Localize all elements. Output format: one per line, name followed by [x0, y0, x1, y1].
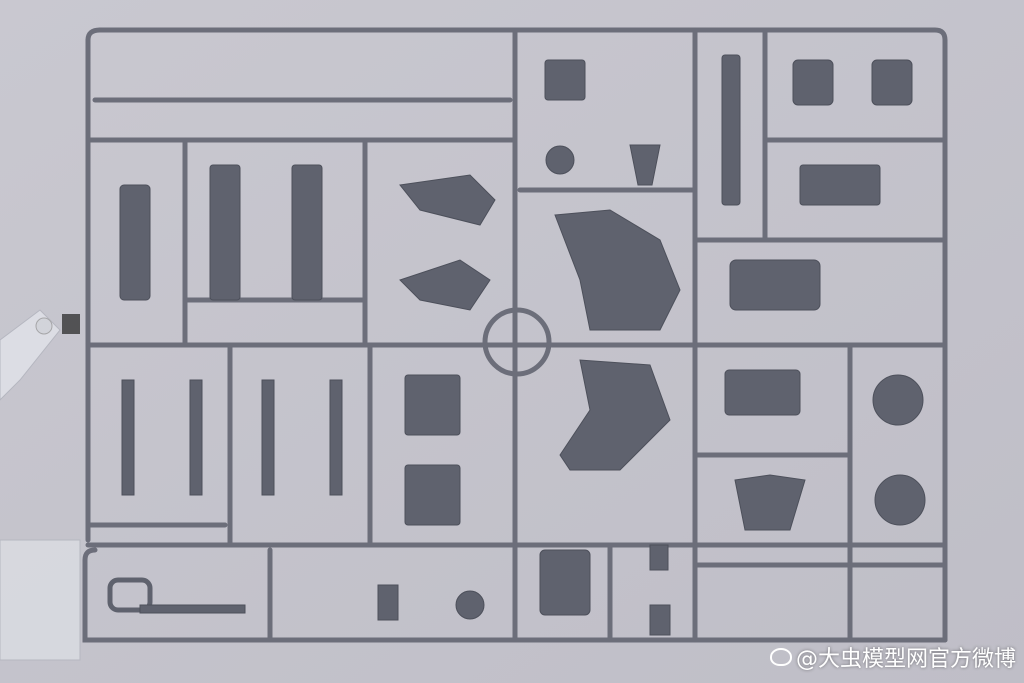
- watermark: @大虫模型网官方微博: [769, 641, 1016, 673]
- clear-stand-part: [0, 309, 81, 661]
- model-parts: [107, 54, 926, 636]
- watermark-text: @大虫模型网官方微博: [795, 647, 1016, 672]
- runner-frame: [82, 27, 948, 643]
- weibo-icon: [769, 648, 792, 666]
